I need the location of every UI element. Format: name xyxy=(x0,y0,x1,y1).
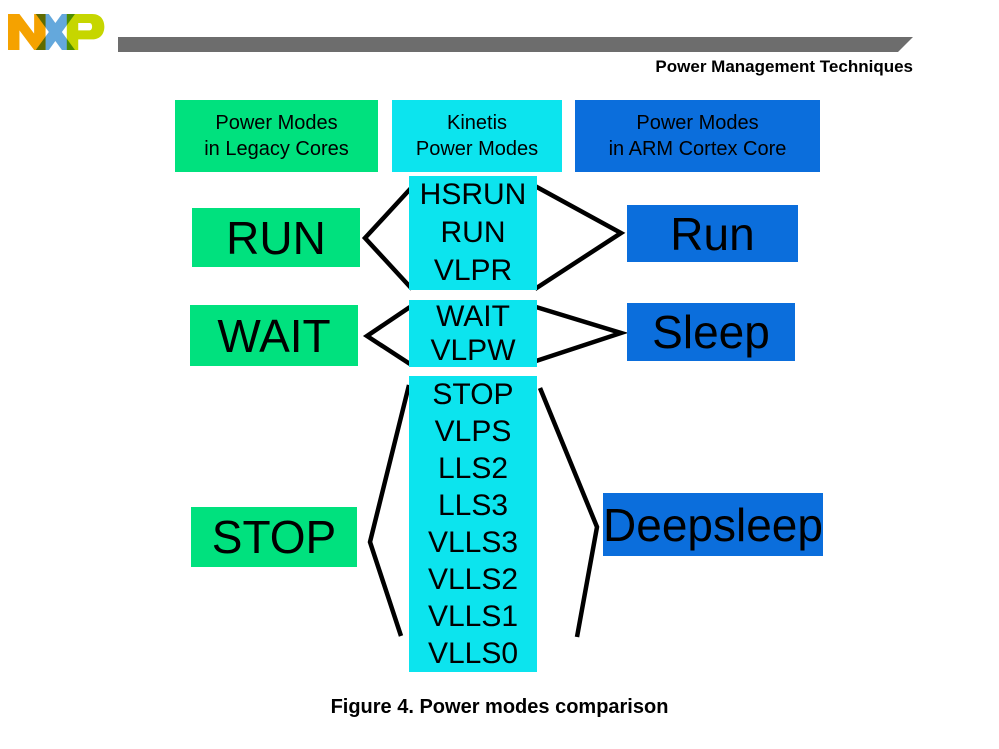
kinetis-mode-vlls3: VLLS3 xyxy=(427,525,519,559)
column-header-legacy-line2: in Legacy Cores xyxy=(204,138,349,160)
doc-title: Power Management Techniques xyxy=(655,57,913,76)
kinetis-mode-wait: WAIT xyxy=(436,300,510,333)
logo-letter-x-stroke2 xyxy=(35,14,75,50)
kinetis-mode-run: RUN xyxy=(440,216,506,249)
kinetis-mode-vlps: VLPS xyxy=(434,414,512,448)
kinetis-mode-hsrun: HSRUN xyxy=(419,178,527,211)
column-header-legacy: Power Modes in Legacy Cores xyxy=(175,100,378,172)
kinetis-mode-stop: STOP xyxy=(432,377,514,411)
connector-wait-left xyxy=(362,305,412,366)
kinetis-mode-vlpw: VLPW xyxy=(430,334,516,367)
column-header-kinetis: Kinetis Power Modes xyxy=(392,100,562,172)
arm-mode-run: Run xyxy=(627,205,798,262)
legacy-mode-wait: WAIT xyxy=(190,305,358,366)
column-header-arm: Power Modes in ARM Cortex Core xyxy=(575,100,820,172)
kinetis-mode-vlls1: VLLS1 xyxy=(427,599,519,633)
kinetis-group-run: HSRUN RUN VLPR xyxy=(409,176,537,290)
arm-mode-deepsleep: Deepsleep xyxy=(603,493,823,556)
column-header-arm-line2: in ARM Cortex Core xyxy=(608,138,787,160)
connector-run-left xyxy=(361,185,414,291)
connector-stop-left xyxy=(367,384,412,637)
kinetis-group-wait: WAIT VLPW xyxy=(409,300,537,367)
kinetis-mode-lls2: LLS2 xyxy=(437,451,509,485)
legacy-mode-stop: STOP xyxy=(191,507,357,567)
column-header-arm-line1: Power Modes xyxy=(636,112,759,134)
kinetis-mode-vlpr: VLPR xyxy=(433,254,513,287)
column-header-kinetis-line2: Power Modes xyxy=(415,138,539,160)
nxp-logo-icon xyxy=(8,14,105,50)
kinetis-mode-lls3: LLS3 xyxy=(437,488,509,522)
arm-mode-sleep: Sleep xyxy=(627,303,795,361)
connector-run-right xyxy=(533,184,626,291)
kinetis-mode-vlls2: VLLS2 xyxy=(427,562,519,596)
figure-caption: Figure 4. Power modes comparison xyxy=(330,696,669,718)
connector-wait-right xyxy=(535,304,629,364)
kinetis-group-stop: STOP VLPS LLS2 LLS3 VLLS3 VLLS2 VLLS1 VL… xyxy=(409,376,537,672)
kinetis-mode-vlls0: VLLS0 xyxy=(427,636,519,670)
column-header-kinetis-line1: Kinetis xyxy=(446,112,508,134)
logo-letter-n xyxy=(8,14,46,50)
connector-stop-right xyxy=(537,387,600,638)
column-header-legacy-line1: Power Modes xyxy=(215,112,338,134)
logo-letter-p xyxy=(66,14,105,50)
accent-bar xyxy=(118,37,913,52)
legacy-mode-run: RUN xyxy=(192,208,360,267)
